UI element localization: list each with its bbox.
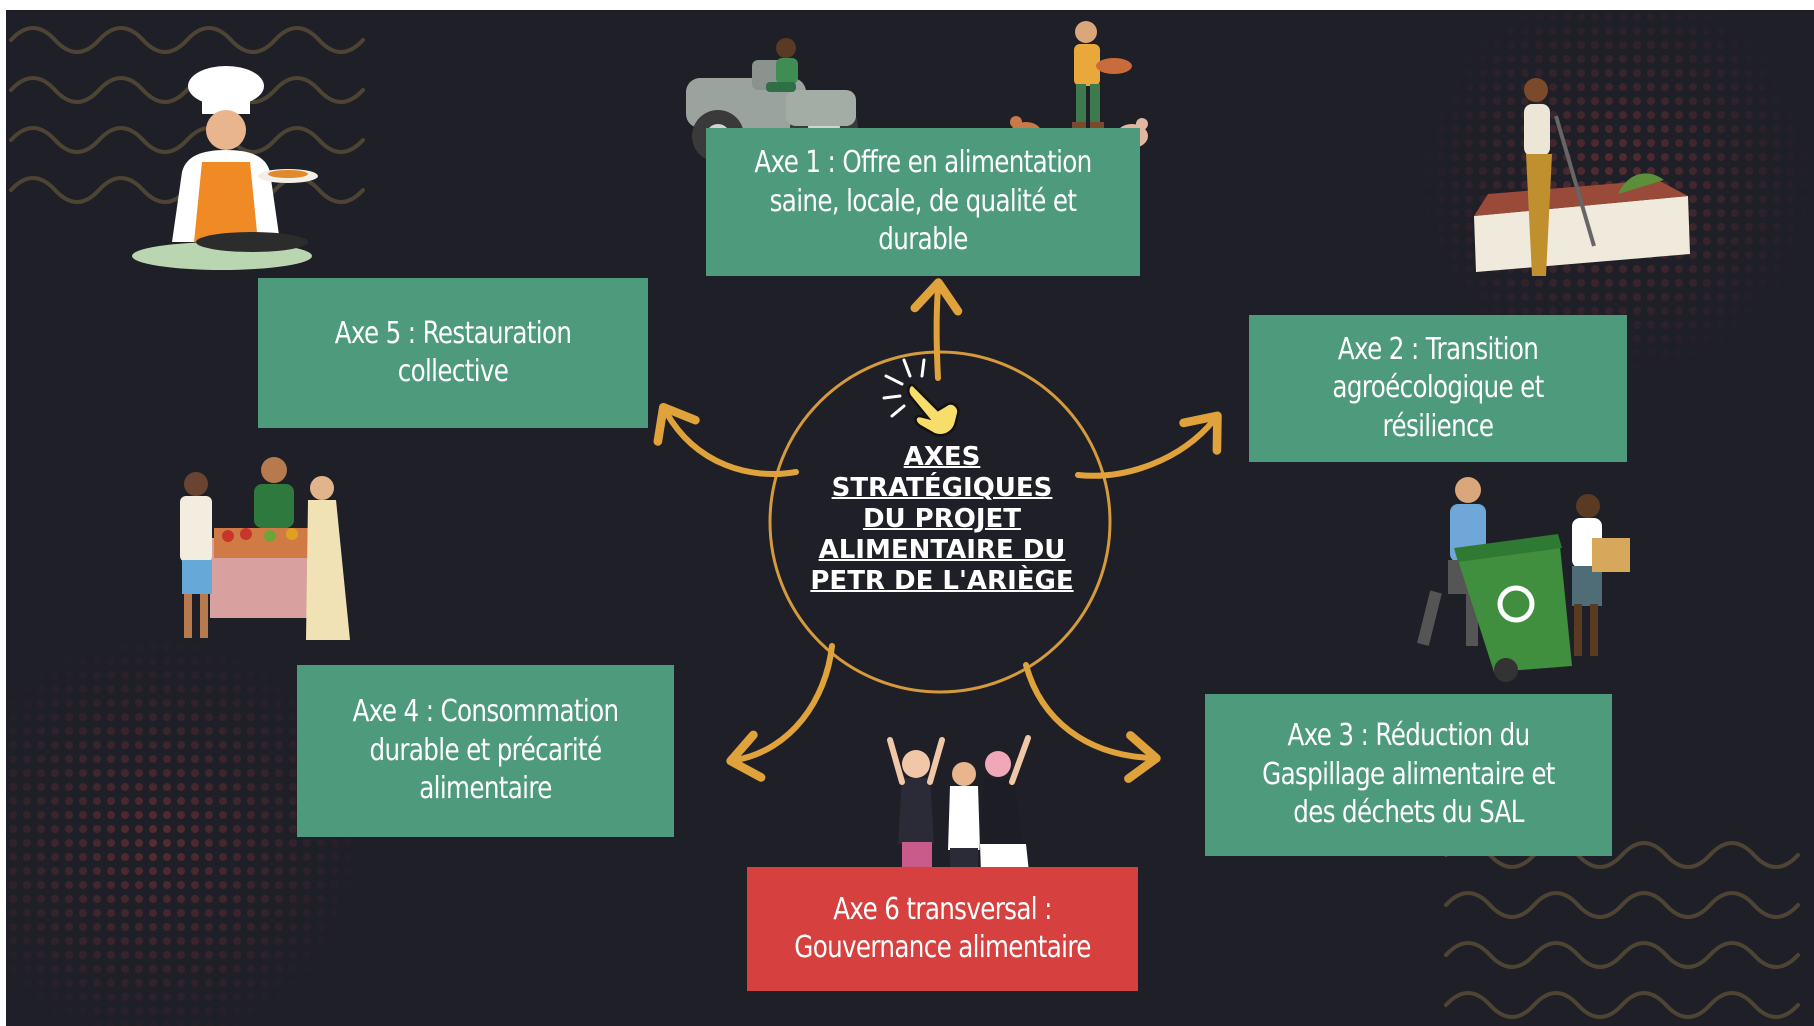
- arrow-to-axe-4: [726, 643, 835, 782]
- axis-box-4: Axe 4 : Consommation durable et précarit…: [297, 665, 674, 837]
- axis-box-5: Axe 5 : Restauration collective: [258, 278, 648, 428]
- arrow-to-axe-5: [653, 402, 799, 478]
- arrow-to-axe-2: [1075, 411, 1222, 479]
- chef-cooking-icon: [132, 66, 318, 270]
- farmer-feeding-chickens-icon: [1010, 21, 1148, 148]
- axis-box-6-transversal: Axe 6 transversal : Gouvernance alimenta…: [747, 867, 1138, 991]
- diagram-canvas: Axe 1 : Offre en alimentation saine, loc…: [6, 10, 1814, 1026]
- axis-label-1: Axe 1 : Offre en alimentation saine, loc…: [754, 145, 1092, 258]
- gardener-raised-bed-icon: [1474, 78, 1690, 276]
- pointing-hand-icon: [882, 358, 960, 437]
- center-circle: [768, 350, 1112, 694]
- axis-label-2: Axe 2 : Transition agroécologique et rés…: [1332, 331, 1544, 444]
- axis-label-6: Axe 6 transversal : Gouvernance alimenta…: [794, 891, 1091, 965]
- axis-box-3: Axe 3 : Réduction du Gaspillage alimenta…: [1205, 694, 1612, 856]
- axis-label-3: Axe 3 : Réduction du Gaspillage alimenta…: [1262, 718, 1555, 831]
- arrow-to-axe-1: [910, 278, 963, 381]
- axis-label-4: Axe 4 : Consommation durable et précarit…: [352, 694, 620, 807]
- arrow-to-axe-3: [1023, 662, 1161, 783]
- wave-decoration-bottom-right: [1444, 841, 1800, 1019]
- market-stall-vendors-icon: [180, 457, 350, 640]
- axis-box-2: Axe 2 : Transition agroécologique et rés…: [1249, 315, 1627, 462]
- center-title: AXES STRATÉGIQUES DU PROJET ALIMENTAIRE …: [810, 442, 1074, 596]
- axis-label-5: Axe 5 : Restauration collective: [334, 315, 572, 389]
- recycling-bin-people-icon: [1417, 477, 1630, 682]
- axis-box-1: Axe 1 : Offre en alimentation saine, loc…: [706, 128, 1140, 276]
